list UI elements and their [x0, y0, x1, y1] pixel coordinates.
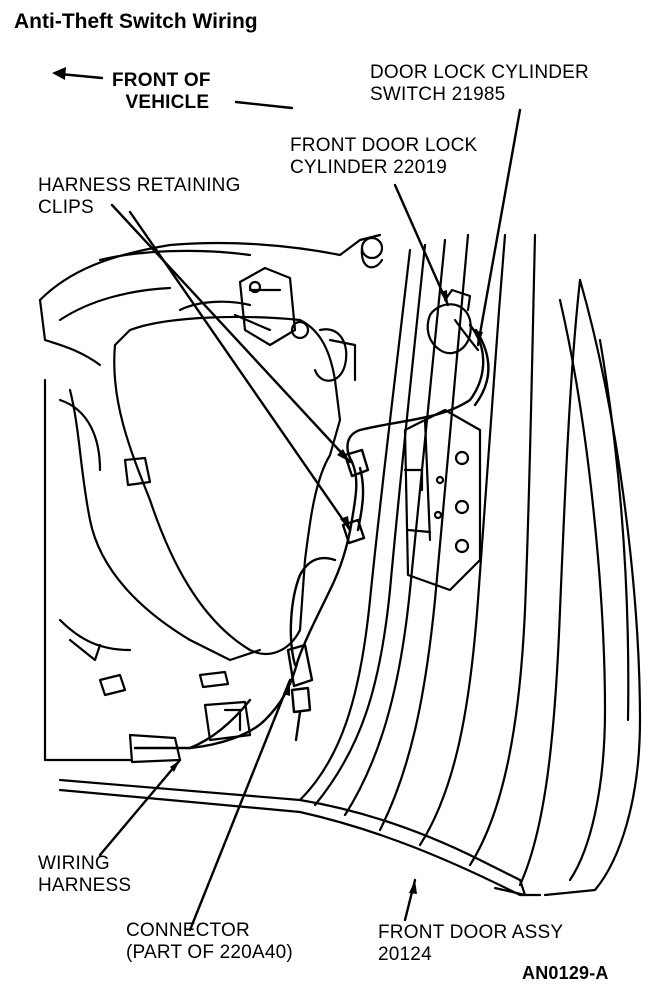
label-line: CYLINDER 22019 [290, 157, 447, 178]
label-line: (PART OF 220A40) [126, 942, 293, 963]
label-line: CLIPS [38, 197, 94, 218]
leader-lock-cylinder [393, 183, 450, 307]
label-connector: CONNECTOR (PART OF 220A40) [126, 920, 293, 964]
leader-harness-clips-1 [110, 203, 352, 464]
arrowheads [52, 67, 483, 894]
figure-code: AN0129-A [522, 963, 609, 983]
wiring-harness-route [133, 323, 490, 750]
front-arrow-icon [52, 67, 66, 80]
leader-wiring-harness [98, 758, 182, 857]
label-front-door-assy: FRONT DOOR ASSY 20124 [378, 922, 563, 966]
page-title: Anti-Theft Switch Wiring [14, 10, 258, 33]
label-wiring-harness: WIRING HARNESS [38, 853, 131, 897]
front-arrow-shaft [58, 72, 104, 80]
leader-harness-clips-2 [128, 210, 352, 532]
door-outer-edge [58, 233, 642, 897]
label-line: HARNESS RETAINING [38, 175, 241, 196]
label-line: WIRING [38, 853, 110, 874]
door-inner-panel [38, 233, 384, 764]
leader-connector [188, 678, 292, 932]
label-front-of-vehicle: FRONT OF VEHICLE [112, 70, 211, 114]
label-front-door-lock-cylinder: FRONT DOOR LOCK CYLINDER 22019 [290, 135, 477, 179]
label-line: 20124 [378, 944, 432, 965]
label-line: FRONT DOOR ASSY [378, 922, 564, 943]
label-door-lock-cylinder-switch: DOOR LOCK CYLINDER SWITCH 21985 [370, 62, 589, 106]
leader-cylinder-switch [476, 108, 522, 347]
lock-cylinder [426, 288, 480, 355]
label-line: DOOR LOCK CYLINDER [370, 62, 589, 83]
leader-front-arrow-tail [234, 100, 294, 110]
label-line: SWITCH 21985 [370, 84, 506, 105]
label-line: VEHICLE [125, 92, 210, 113]
label-line: CONNECTOR [126, 920, 250, 941]
label-line: FRONT DOOR LOCK [290, 135, 478, 156]
leader-lines [58, 72, 522, 932]
label-line: HARNESS [38, 875, 132, 896]
label-line: FRONT OF [112, 70, 211, 91]
label-harness-retaining-clips: HARNESS RETAINING CLIPS [38, 175, 241, 219]
door-latch-plate [403, 408, 482, 592]
